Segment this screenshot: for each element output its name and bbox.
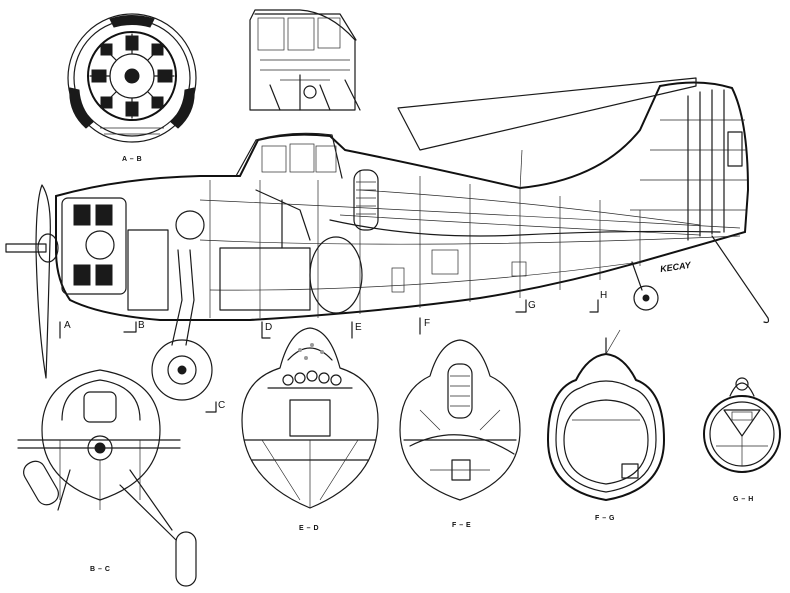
cockpit-canopy-detail [249, 9, 361, 111]
station-marker-c: C [218, 400, 226, 411]
station-marker-h: H [600, 290, 608, 301]
section-b-c [17, 369, 197, 587]
section-f-e [399, 339, 521, 501]
label-section-g-h: G – H [733, 496, 754, 503]
label-section-e-d: E – D [299, 525, 320, 532]
section-e-d [241, 327, 379, 509]
section-g-h [703, 377, 781, 473]
station-marker-g: G [528, 300, 536, 311]
station-marker-e: E [355, 322, 362, 333]
fuselage-side-view [5, 77, 770, 401]
engine-front-view [67, 13, 197, 143]
label-section-b-c: B – C [90, 566, 111, 573]
section-f-g [546, 329, 666, 502]
station-marker-d: D [265, 322, 273, 333]
label-section-f-e: F – E [452, 522, 472, 529]
station-marker-a: A [64, 320, 71, 331]
station-marker-b: B [138, 320, 145, 331]
label-section-f-g: F – G [595, 515, 616, 522]
station-marker-f: F [424, 318, 431, 329]
station-ticks [59, 299, 599, 413]
label-section-a-b: A – B [122, 156, 143, 163]
